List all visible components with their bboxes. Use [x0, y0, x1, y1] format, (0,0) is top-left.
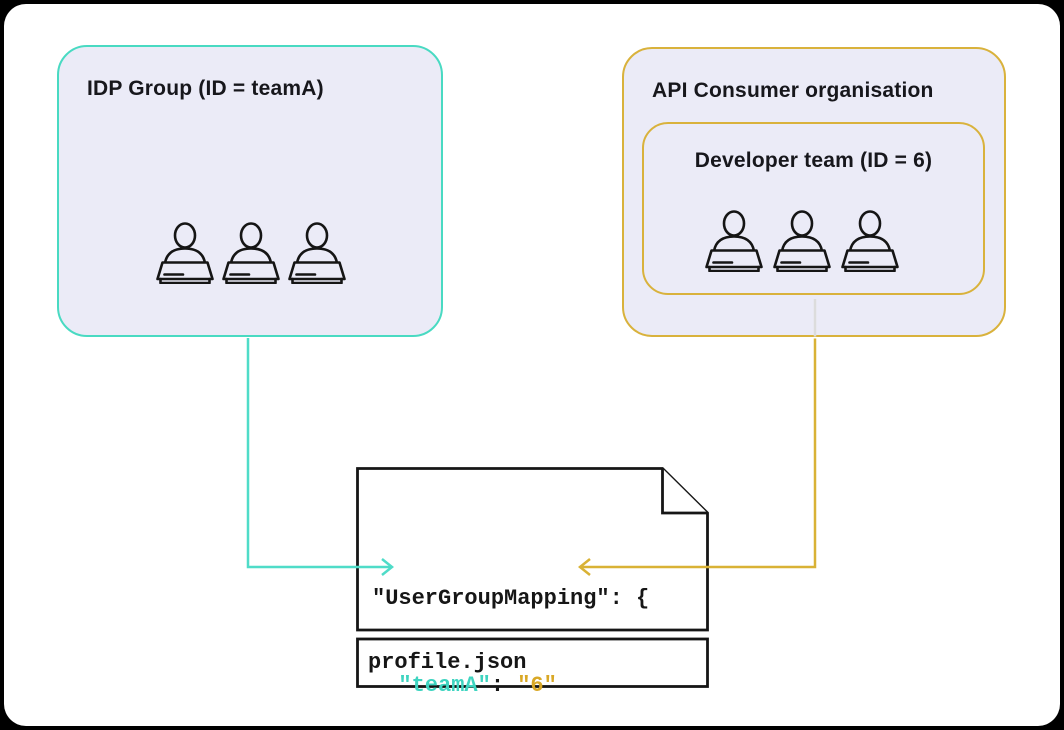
team-to-value-connector	[577, 299, 817, 576]
mapping-object-open: "UserGroupMapping": {	[372, 586, 650, 611]
mapping-key: "teamA"	[398, 673, 491, 698]
code-line-2: "teamA": "6"	[372, 671, 649, 700]
file-folded-corner	[661, 468, 708, 515]
developer-team-title: Developer team (ID = 6)	[694, 149, 933, 172]
idp-to-key-connector	[246, 338, 395, 576]
arrowhead-right-icon	[381, 558, 395, 576]
file-name-label: profile.json	[368, 650, 527, 675]
file-name-tab	[356, 637, 709, 688]
api-consumer-org-box: API Consumer organisation Developer team…	[622, 47, 1006, 337]
file-shape	[356, 467, 709, 688]
idp-group-box: IDP Group (ID = teamA)	[57, 45, 443, 337]
mapping-value: "6"	[517, 673, 557, 698]
mapping-separator: :	[490, 673, 518, 698]
api-consumer-org-title: API Consumer organisation	[652, 79, 934, 102]
code-line-1: "UserGroupMapping": {	[372, 584, 649, 613]
idp-group-title: IDP Group (ID = teamA)	[87, 77, 324, 100]
profile-json-code: "UserGroupMapping": { "teamA": "6" }	[372, 526, 649, 730]
arrowhead-left-icon	[577, 558, 591, 576]
developer-team-box: Developer team (ID = 6)	[642, 122, 985, 295]
